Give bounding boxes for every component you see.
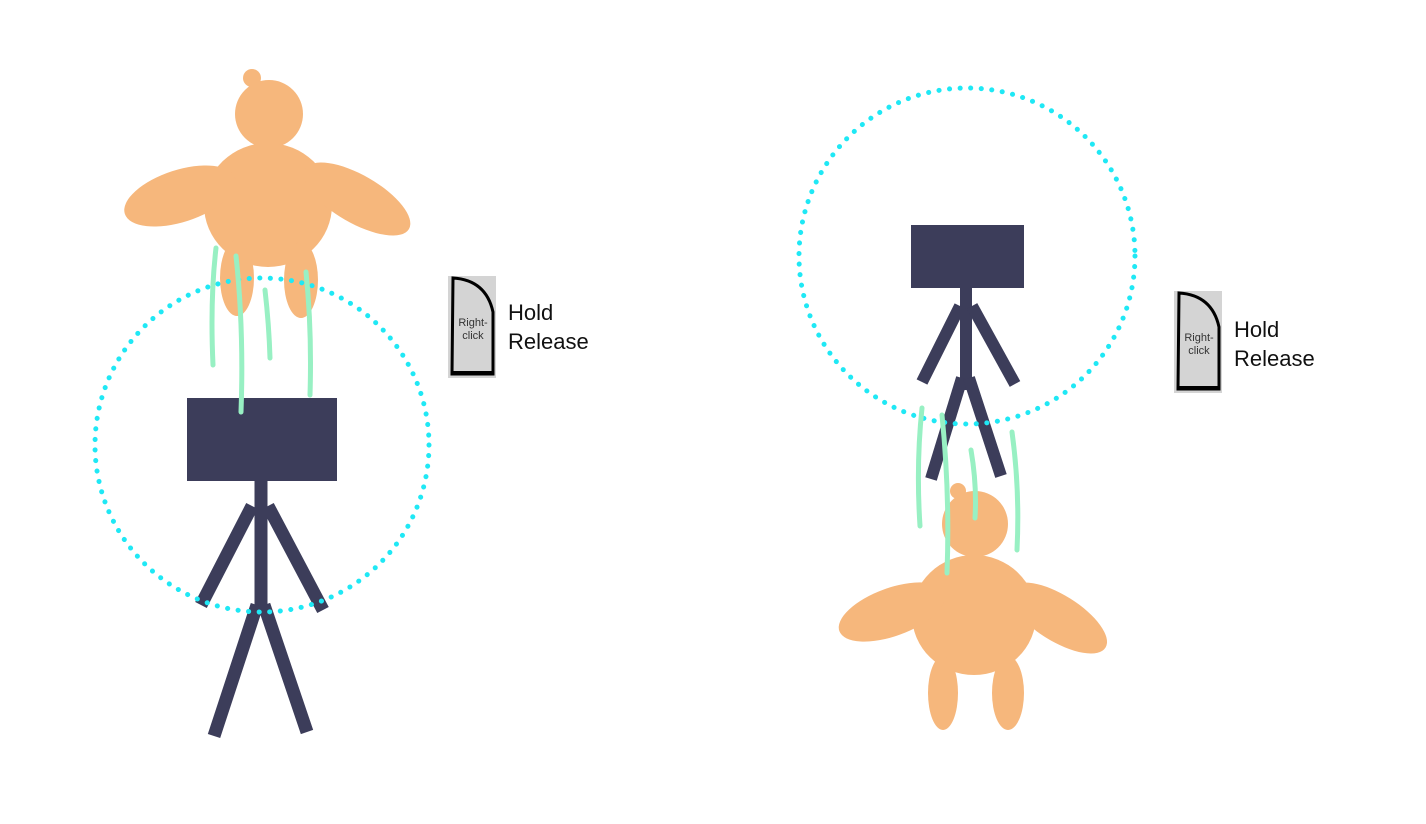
grab-radius-circle-right	[796, 85, 1138, 427]
action-release-right: Release	[1234, 346, 1315, 371]
creature-right	[838, 483, 1108, 730]
mouse-label-line1: Right-	[458, 317, 488, 329]
motion-lines-right	[915, 405, 1021, 576]
panel-right: Right- click Hold Release	[796, 85, 1315, 730]
right-mouse-button-icon-left: Right- click	[448, 276, 496, 378]
right-mouse-button-icon-right: Right- click	[1174, 291, 1222, 393]
action-hold-left: Hold	[508, 300, 553, 325]
player-right	[911, 225, 1024, 481]
mouse-label-line1: Right-	[1184, 332, 1214, 344]
grab-radius-circle-left	[92, 275, 432, 615]
mouse-label-line2: click	[462, 330, 484, 342]
panel-left: Right- click Hold Release	[92, 69, 589, 739]
mouse-label-line2: click	[1188, 345, 1210, 357]
action-hold-right: Hold	[1234, 317, 1279, 342]
motion-lines-left	[209, 245, 313, 415]
creature-left	[124, 69, 411, 318]
action-release-left: Release	[508, 329, 589, 354]
player-left	[187, 398, 337, 739]
